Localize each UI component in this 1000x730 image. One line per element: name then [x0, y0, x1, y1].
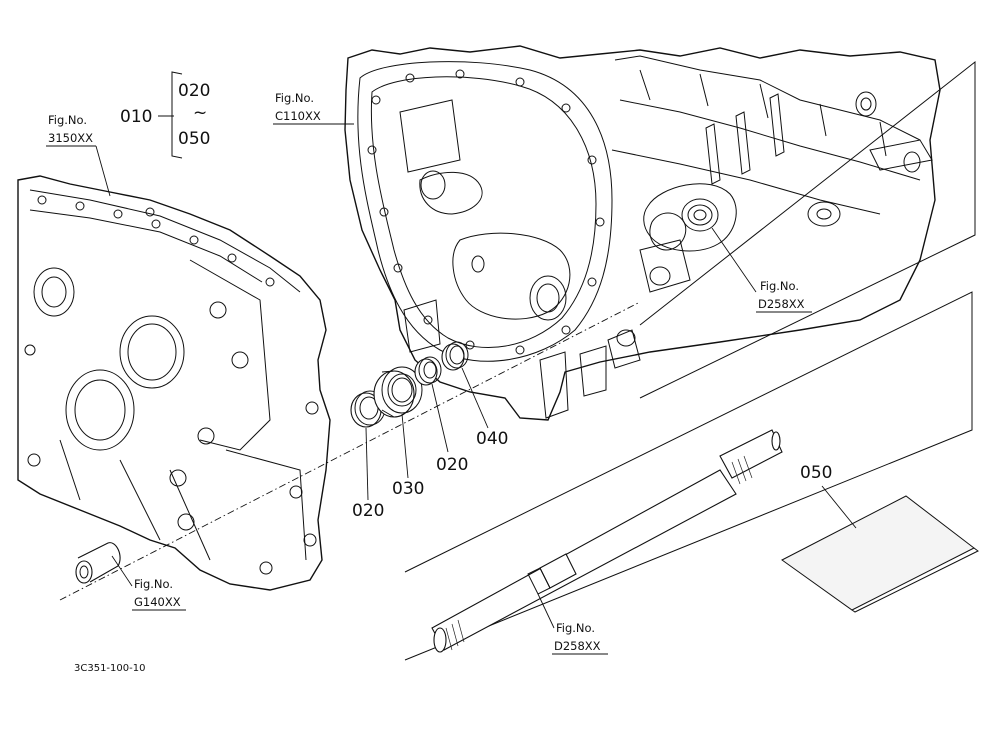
fig-ref-label: Fig.No. — [275, 91, 314, 105]
fig-ref-d258xx-upper[interactable]: Fig.No. D258XX — [711, 227, 812, 313]
sleeve-part[interactable] — [75, 542, 121, 584]
fig-ref-code: C110XX — [275, 109, 321, 123]
fig-ref-g140xx[interactable]: Fig.No. G140XX — [111, 555, 186, 611]
part-number-020-mid[interactable]: 020 — [436, 455, 468, 475]
leader-050 — [821, 485, 857, 529]
transmission-case-housing — [344, 45, 976, 421]
range-parent-number: 010 — [120, 107, 152, 127]
fig-ref-label: Fig.No. — [48, 113, 87, 127]
leader-020-left — [365, 427, 369, 501]
part-number-040[interactable]: 040 — [476, 429, 508, 449]
leader-030 — [401, 413, 409, 479]
fig-ref-3150xx[interactable]: Fig.No. 3150XX — [46, 113, 111, 197]
fig-ref-code: G140XX — [134, 595, 181, 609]
fig-ref-label: Fig.No. — [556, 621, 595, 635]
range-tilde: ~ — [193, 103, 207, 123]
leader-020-mid — [431, 383, 449, 453]
drawing-id: 3C351-100-10 — [74, 663, 145, 674]
bearing-030[interactable] — [373, 366, 423, 418]
seal-020-mid[interactable] — [414, 356, 442, 386]
fig-ref-label: Fig.No. — [134, 577, 173, 591]
shaft-center-line — [59, 301, 641, 601]
leader-040 — [461, 367, 489, 429]
fig-ref-code: 3150XX — [48, 131, 93, 145]
instruction-sheet-050[interactable] — [781, 495, 979, 613]
range-from-number: 020 — [178, 81, 210, 101]
fig-ref-label: Fig.No. — [760, 279, 799, 293]
fig-ref-c110xx[interactable]: Fig.No. C110XX — [273, 91, 354, 125]
fig-ref-code: D258XX — [758, 297, 805, 311]
input-shaft[interactable] — [404, 291, 973, 661]
part-number-020-left[interactable]: 020 — [352, 501, 384, 521]
part-number-030[interactable]: 030 — [392, 479, 424, 499]
front-cover-housing — [17, 175, 331, 591]
range-callout: 010 020 ~ 050 — [120, 71, 210, 159]
fig-ref-code: D258XX — [554, 639, 601, 653]
collar-040[interactable] — [441, 341, 469, 371]
range-to-number: 050 — [178, 129, 210, 149]
fig-ref-d258xx-lower[interactable]: Fig.No. D258XX — [537, 593, 608, 655]
part-number-050[interactable]: 050 — [800, 463, 832, 483]
